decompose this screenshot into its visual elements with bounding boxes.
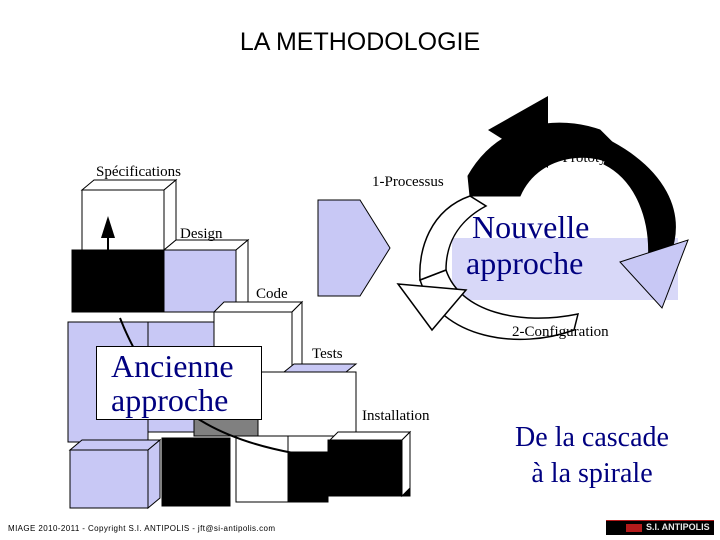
tests-box-top [282,363,358,373]
code-box-top [212,301,304,313]
conclusion-line2: à la spirale [531,458,653,489]
label-specifications: Spécifications [96,164,181,180]
base-box-1 [69,449,149,509]
transition-arrow-icon [317,199,391,297]
conclusion-text: De la cascade à la spirale [492,420,692,492]
new-approach-line1: Nouvelle [472,209,590,245]
spec-box-side [163,178,177,252]
configuration-arrowhead-icon [619,239,689,309]
new-approach-line2: approche [466,245,584,281]
processus-arrowhead-icon [396,283,468,332]
install-box [327,439,411,497]
base-box-3 [235,435,289,503]
tests-box [257,371,357,437]
footer-copyright: MIAGE 2010-2011 - Copyright S.I. ANTIPOL… [8,524,276,533]
base-box-2 [161,437,231,507]
label-code: Code [256,286,288,302]
logo-text: S.I. ANTIPOLIS [646,522,710,532]
base-box-1-side [147,438,161,510]
old-approach-label-box: Ancienne approche [96,346,262,420]
spec-box-top [80,179,178,191]
page-title: LA METHODOLOGIE [239,28,481,56]
processus-arc [419,195,488,282]
install-box-side [401,430,411,498]
spiral-cycle [396,96,689,341]
base-box-4 [287,451,329,503]
si-antipolis-logo: S.I. ANTIPOLIS [606,520,714,535]
design-box-side [235,238,249,314]
install-box-top [328,431,412,441]
old-approach-line1: Ancienne [111,348,234,384]
old-approach-line2: approche [111,382,229,418]
label-installation: Installation [362,408,430,424]
label-configuration: 2-Configuration [512,324,609,340]
label-processus: 1-Processus [372,174,444,190]
configuration-arc [419,269,580,341]
label-tests: Tests [312,346,343,362]
up-arrow-icon [101,216,115,252]
prototype-arrowhead-icon [488,96,548,168]
label-prototype: 3-Prototype [550,150,621,166]
spec-box [81,189,165,251]
design-box-black [71,249,165,313]
base-box-top [68,439,162,451]
label-design: Design [180,226,223,242]
conclusion-line1: De la cascade [515,422,669,453]
logo-mark-icon [626,524,642,532]
